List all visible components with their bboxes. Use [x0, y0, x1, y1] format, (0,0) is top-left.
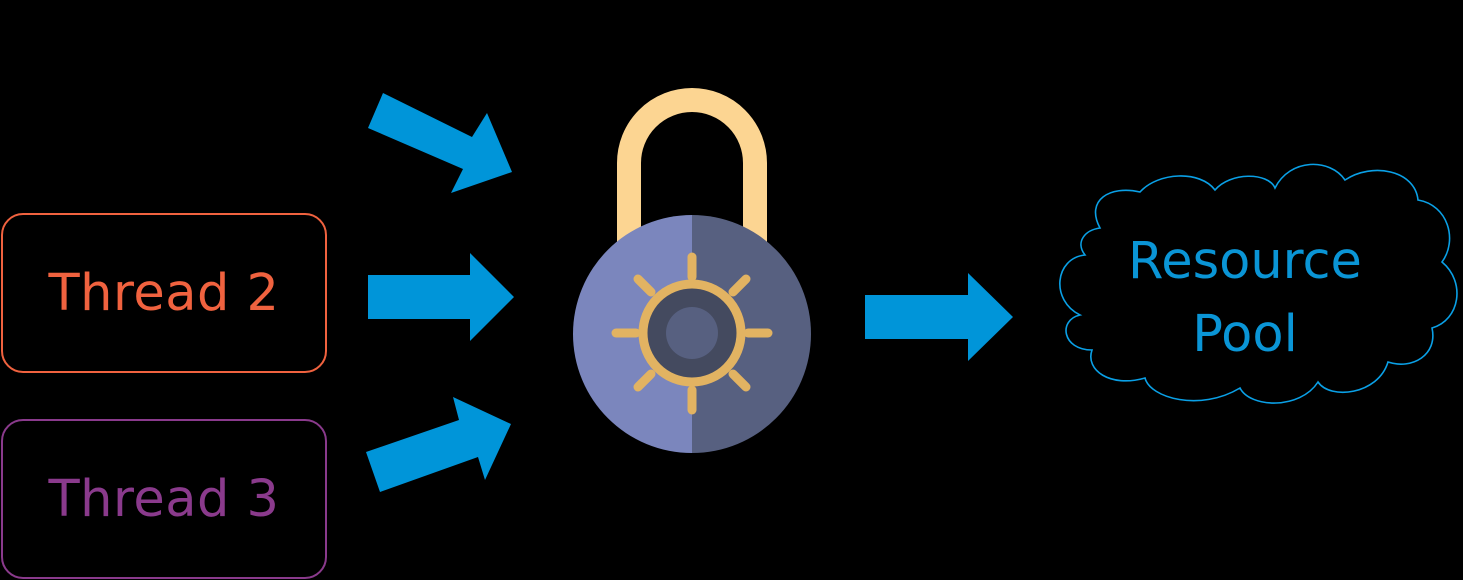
arrow-thread3-to-lock	[366, 397, 511, 492]
padlock-icon	[573, 88, 811, 453]
resource-pool-label-line1: Resource	[1128, 232, 1362, 291]
arrow-thread2-to-lock	[368, 253, 514, 341]
thread-2-box: Thread 2	[1, 213, 327, 373]
thread-2-label: Thread 2	[48, 263, 280, 323]
dial-spokes	[611, 252, 773, 415]
arrow-lock-to-resource	[865, 273, 1013, 361]
resource-pool-cloud	[1059, 163, 1458, 404]
dial-center	[666, 307, 718, 359]
thread-3-box: Thread 3	[1, 419, 327, 579]
arrow-thread1-to-lock	[368, 93, 512, 193]
resource-pool-label-line2: Pool	[1192, 305, 1298, 364]
padlock-shackle	[617, 88, 767, 245]
thread-3-label: Thread 3	[48, 469, 280, 529]
